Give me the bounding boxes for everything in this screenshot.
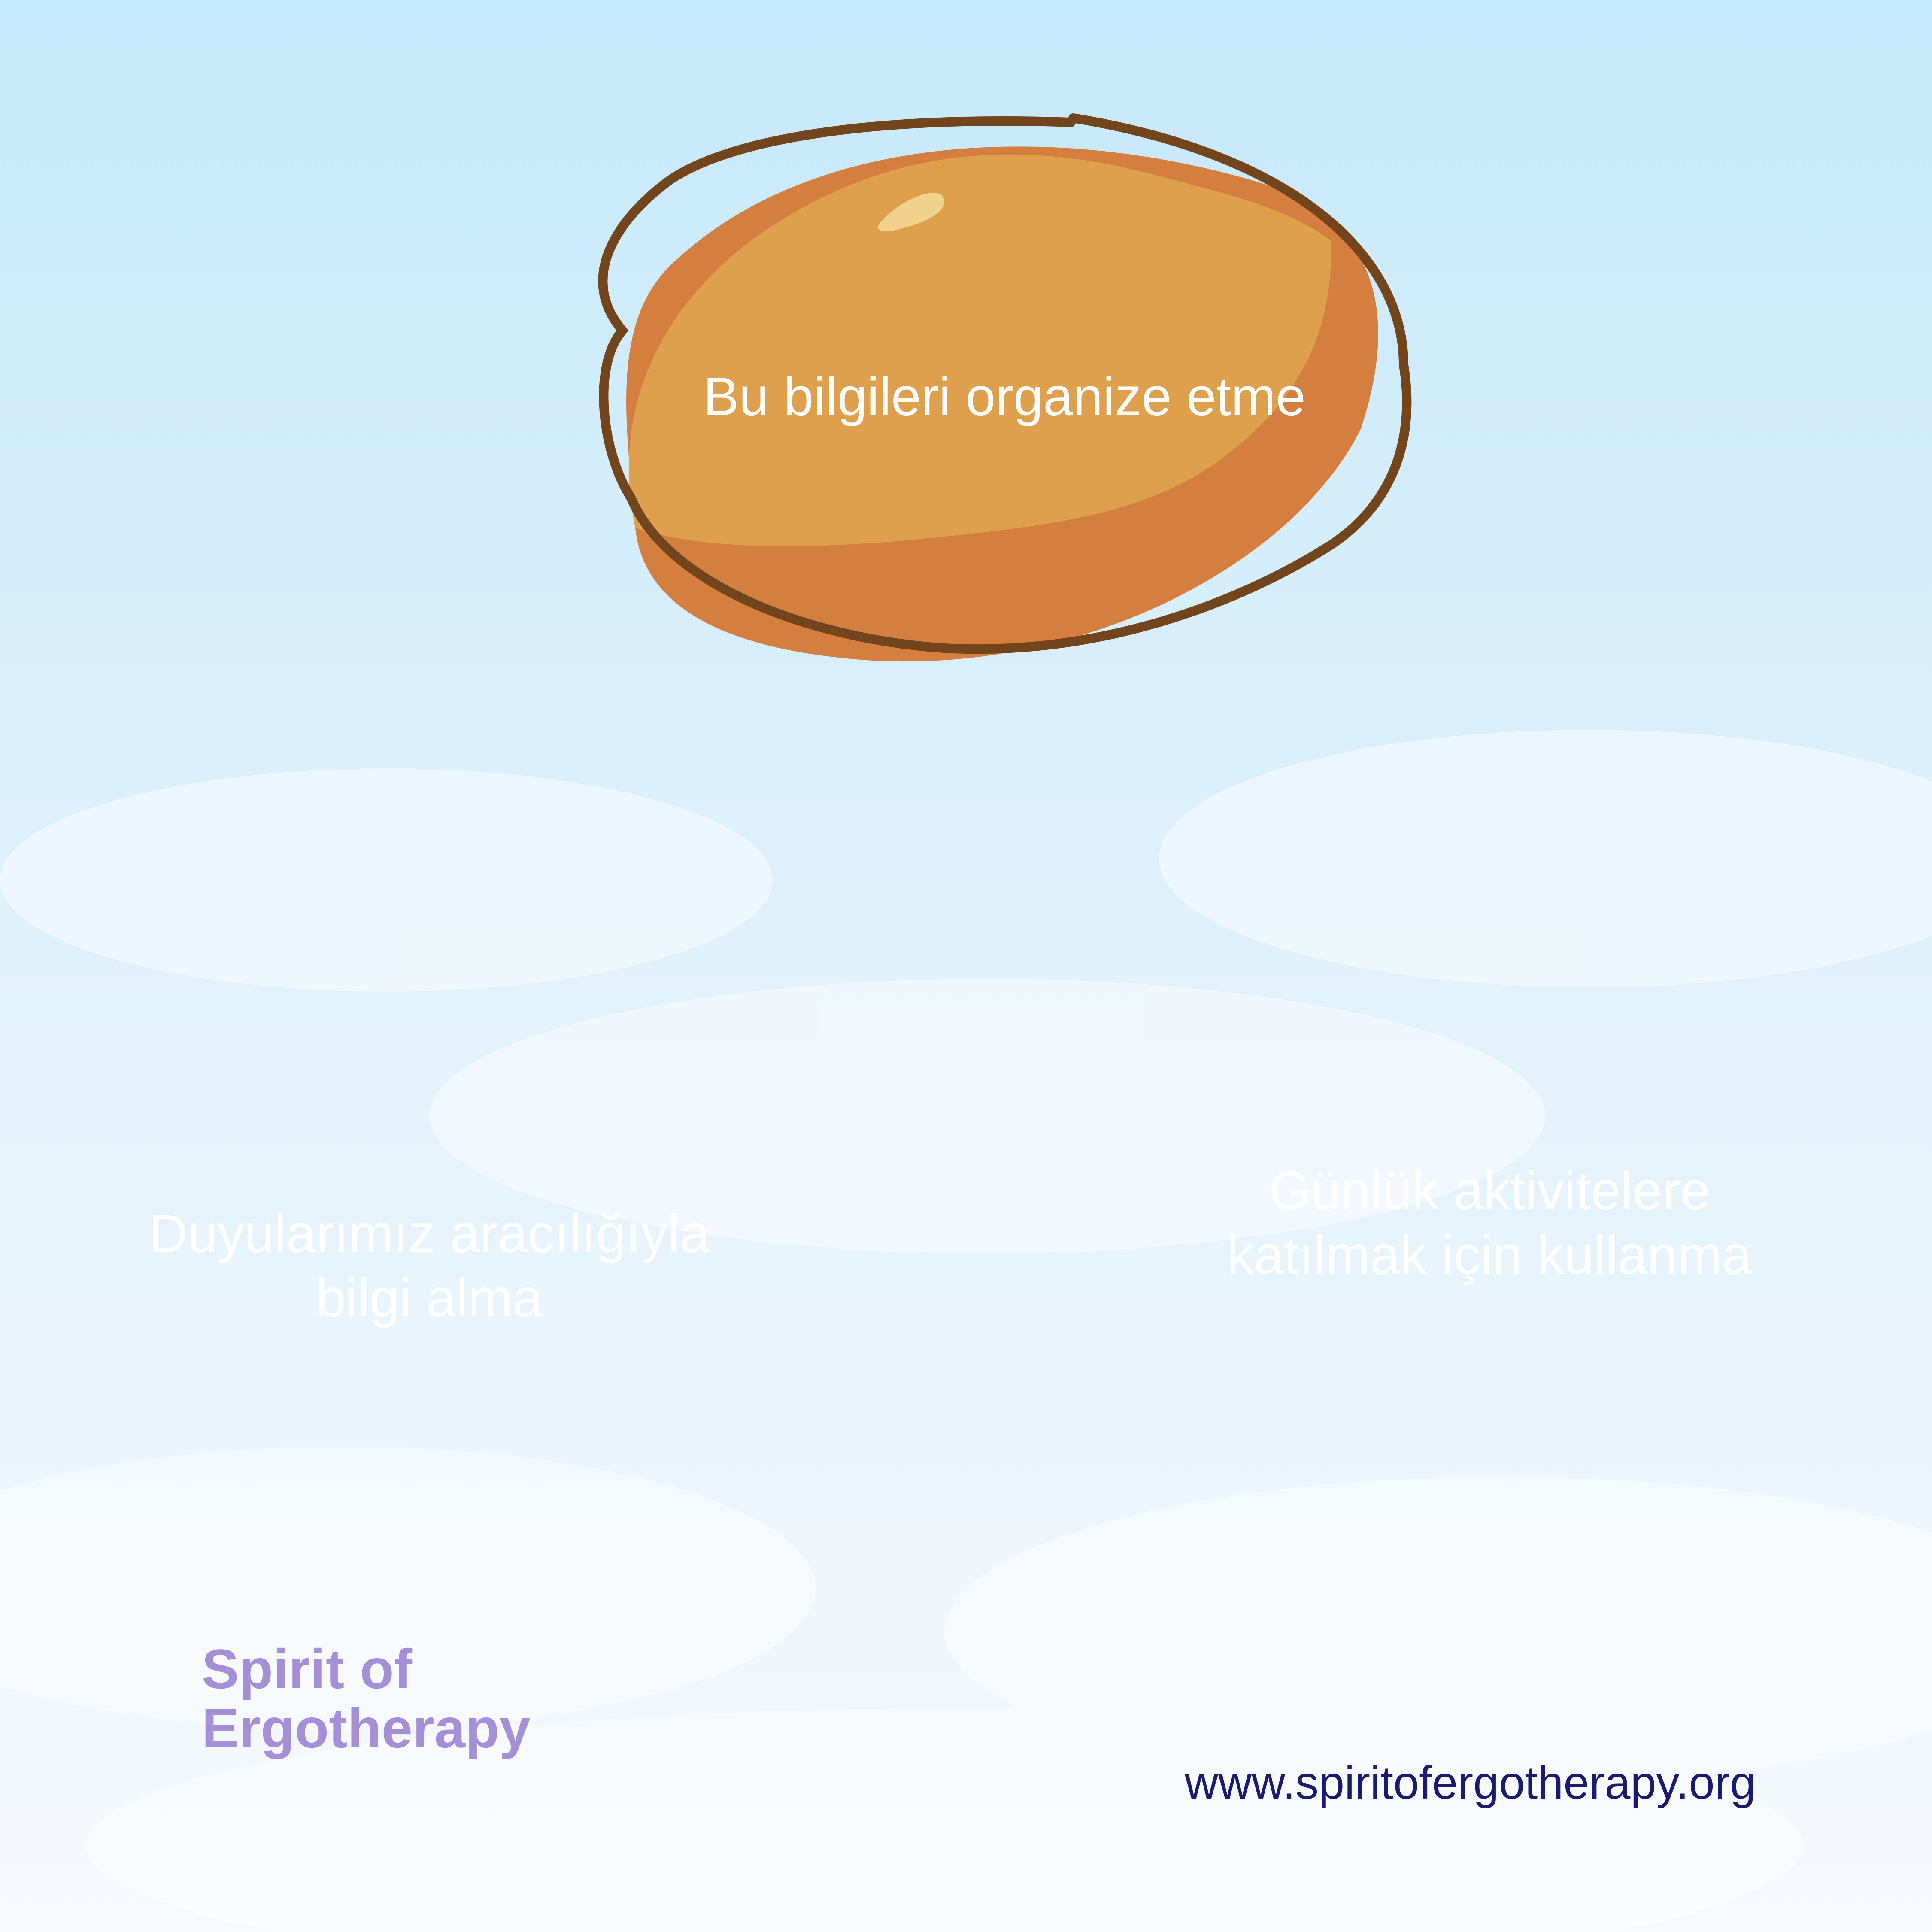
node-top-fill <box>628 154 1331 546</box>
node-right-label: Günlük aktivitelere katılmak için kullan… <box>1125 1159 1854 1288</box>
node-top-label-line1: Bu bilgileri organize etme <box>703 367 1306 427</box>
node-left-label: Duyularımız aracılığıyla bilgi alma <box>64 1202 794 1331</box>
brand-name-line1: Spirit of <box>202 1638 413 1700</box>
website-url: www.spiritofergotherapy.org <box>1185 1756 1756 1808</box>
node-top-highlight <box>877 193 945 232</box>
node-left-label-line1: Duyularımız aracılığıyla <box>149 1204 710 1264</box>
node-top-shape <box>598 113 1412 662</box>
node-top-label: Bu bilgileri organize etme <box>592 365 1416 429</box>
brand-name: Spirit of Ergotherapy <box>202 1638 531 1759</box>
node-right-label-line2: katılmak için kullanma <box>1227 1225 1752 1285</box>
node-right-label-line1: Günlük aktivitelere <box>1268 1161 1711 1221</box>
node-left-label-line2: bilgi alma <box>315 1268 543 1328</box>
cloud-layer <box>0 730 1932 1932</box>
node-top-outline <box>598 113 1412 654</box>
brand-name-line2: Ergotherapy <box>202 1696 531 1759</box>
